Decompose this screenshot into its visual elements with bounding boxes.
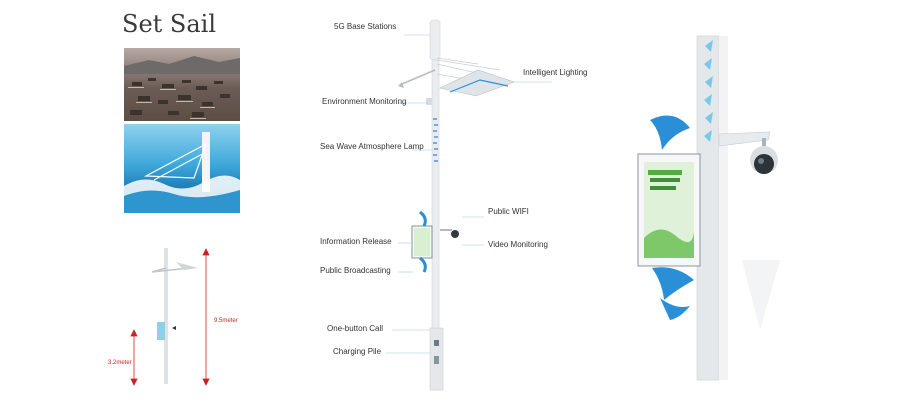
screen-height-arrow — [130, 329, 138, 386]
label-sea-wave-atmosphere-lamp: Sea Wave Atmosphere Lamp — [320, 142, 424, 151]
zoomed-pole-detail — [637, 35, 780, 381]
label-information-release: Information Release — [320, 237, 392, 246]
label-video-monitoring: Video Monitoring — [488, 240, 548, 249]
label-environment-monitoring: Environment Monitoring — [322, 97, 407, 106]
label-intelligent-lighting: Intelligent Lighting — [523, 68, 588, 77]
sea-wave-pole-photo — [124, 124, 240, 213]
screen-height-label: 3.2meter — [108, 360, 132, 366]
fishing-boats-photo — [124, 48, 240, 121]
leader-lines — [386, 34, 552, 354]
label-public-broadcasting: Public Broadcasting — [320, 266, 391, 275]
dimension-pole — [151, 248, 198, 384]
total-height-arrow — [202, 248, 210, 386]
total-height-label: 9.5meter — [214, 318, 238, 324]
label-charging-pile: Charging Pile — [333, 347, 382, 356]
main-smart-pole — [398, 19, 515, 391]
page-title: Set Sail — [122, 10, 217, 38]
label-one-button-call: One-button Call — [327, 324, 384, 333]
label-5g-base-stations: 5G Base Stations — [334, 22, 397, 31]
label-public-wifi: Public WIFI — [488, 207, 529, 216]
